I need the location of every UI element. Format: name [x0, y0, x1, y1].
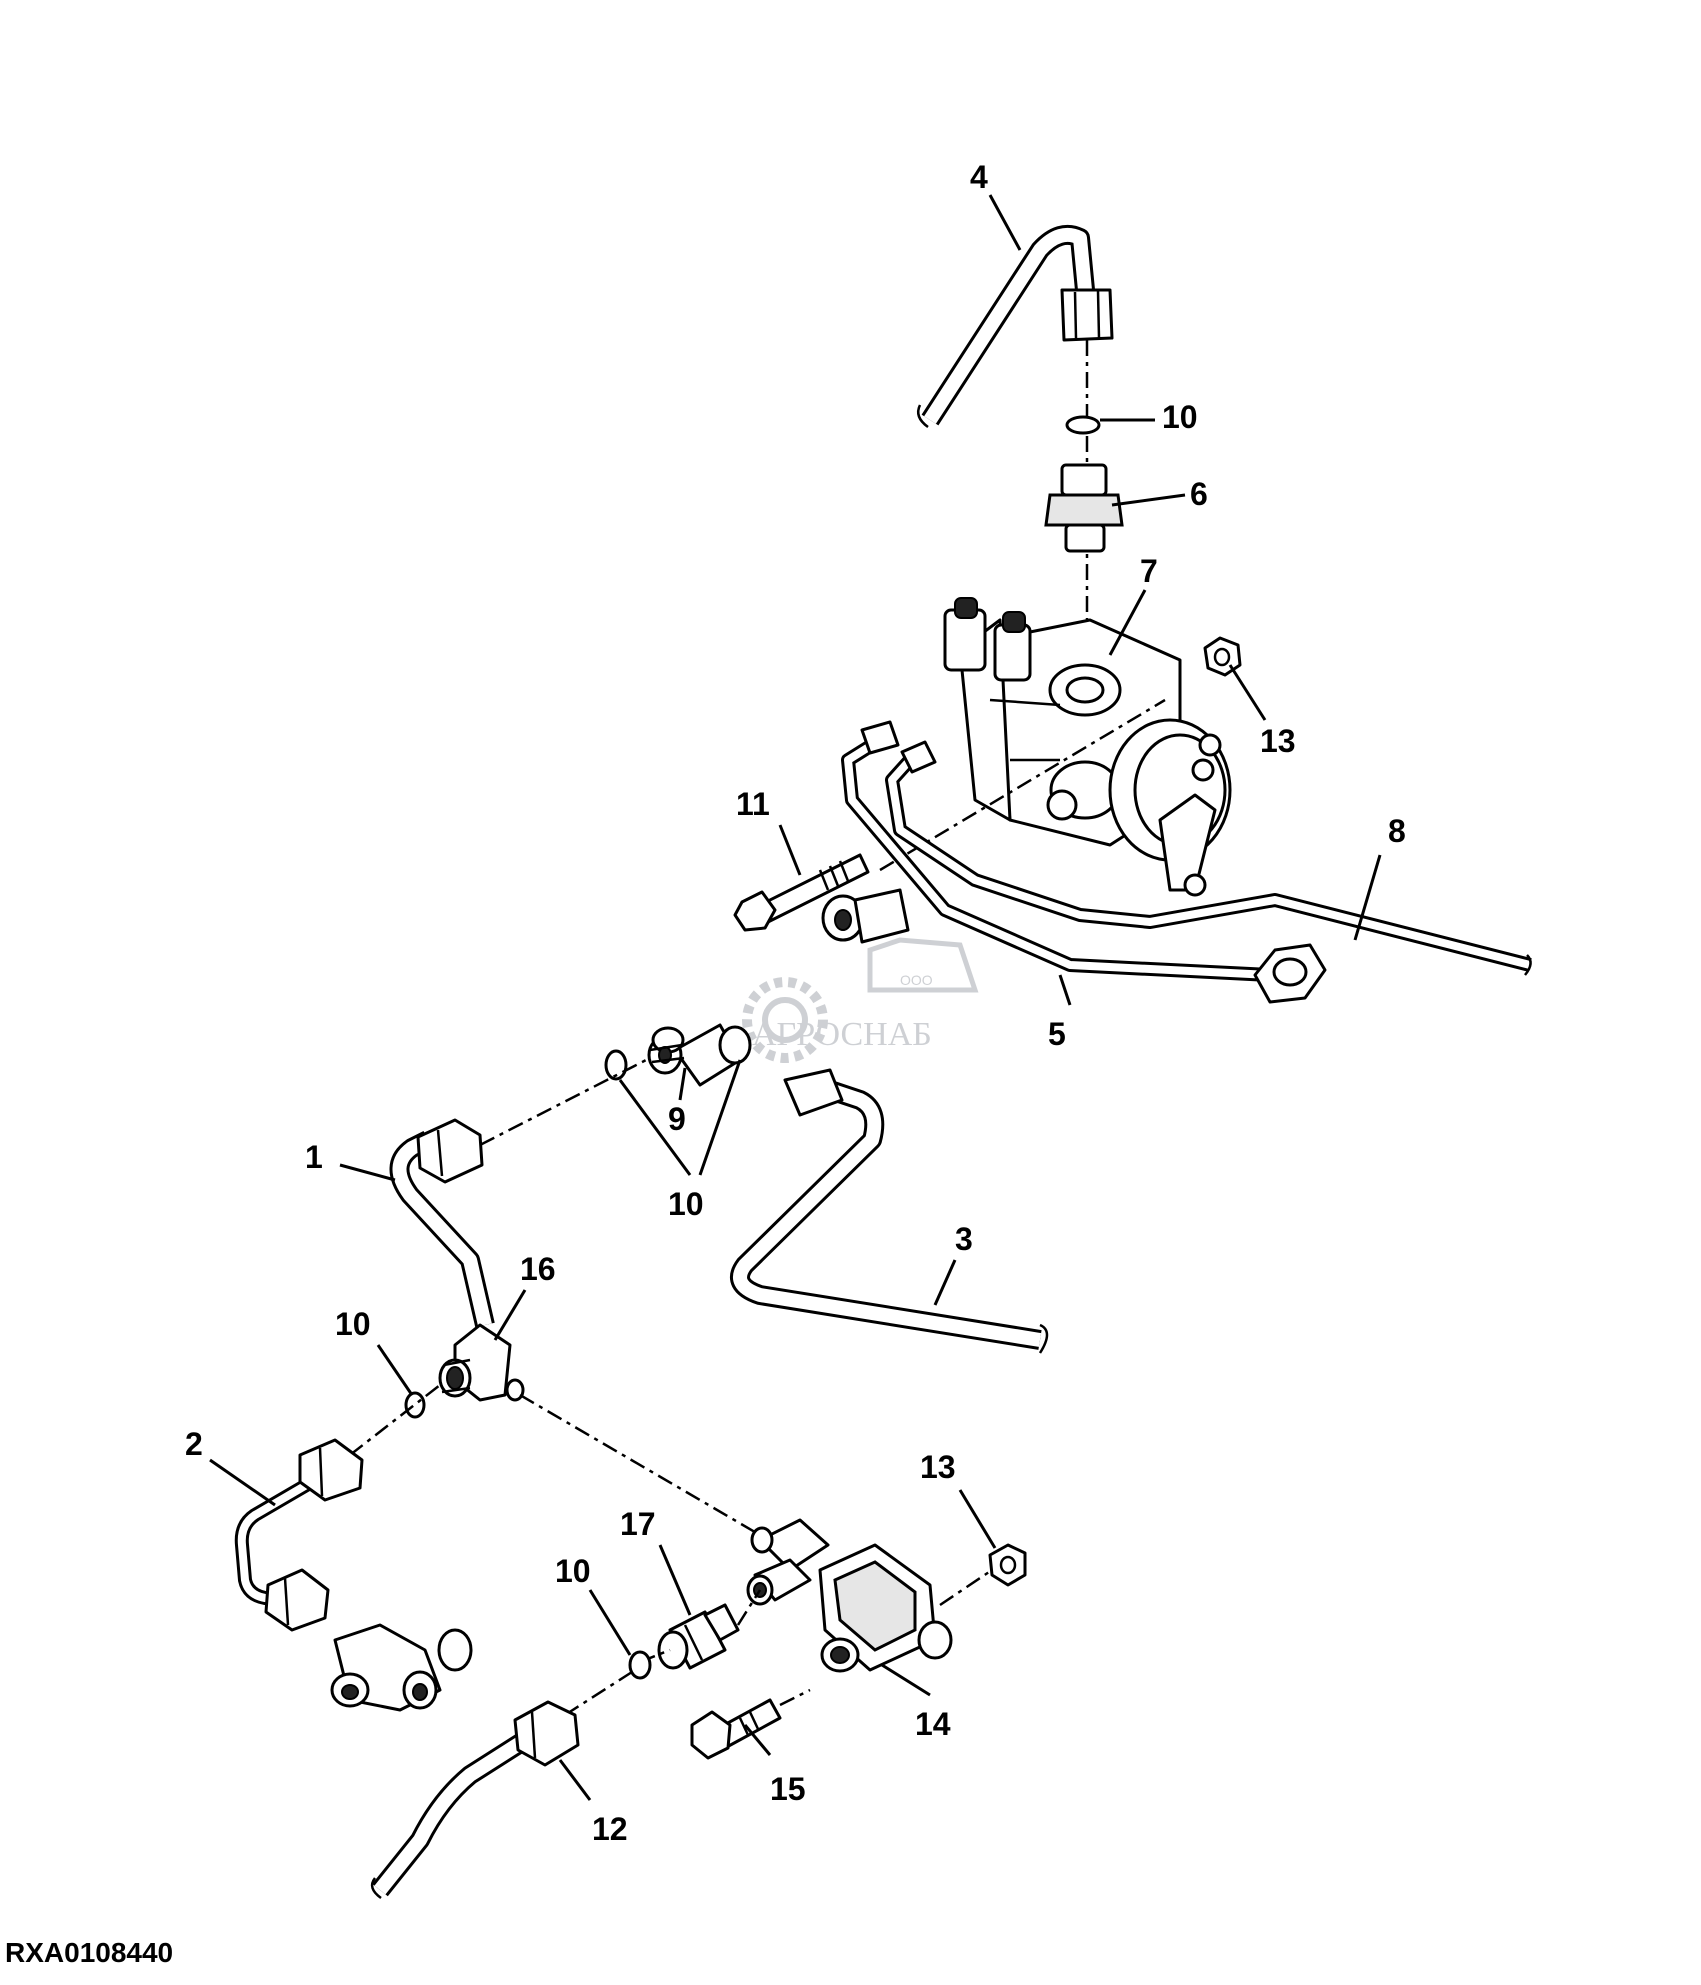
bolt-15 — [690, 1698, 782, 1760]
bolt-11 — [733, 853, 870, 932]
nut-13-top — [1203, 636, 1242, 677]
callout-3: 3 — [955, 1221, 973, 1257]
watermark: ООО АГРОСНАБ — [742, 937, 979, 1063]
callout-10-tee: 10 — [668, 1186, 704, 1222]
callout-8: 8 — [1388, 813, 1406, 849]
callout-6: 6 — [1190, 476, 1208, 512]
tube-1 — [389, 1118, 495, 1328]
callout-11: 11 — [736, 786, 770, 822]
o-ring-10-tee — [604, 1049, 628, 1081]
hose-12 — [370, 1700, 580, 1900]
o-ring-10-elbow — [404, 1391, 426, 1419]
watermark-prefix: ООО — [900, 972, 933, 988]
nut-tube-4 — [1060, 288, 1114, 342]
tube-8 — [885, 740, 1532, 976]
callout-10-top: 10 — [1162, 399, 1198, 435]
fitting-near-11 — [821, 888, 910, 944]
callout-12: 12 — [592, 1811, 628, 1847]
watermark-name: АГРОСНАБ — [752, 1016, 932, 1053]
leader-lines — [209, 194, 1382, 1801]
figure-id: RXA0108440 — [5, 1937, 173, 1968]
fitting-cluster — [330, 1623, 473, 1712]
o-ring-10-top — [1065, 415, 1101, 435]
tube-4 — [917, 225, 1095, 429]
fitting-17 — [657, 1603, 740, 1670]
callout-2: 2 — [185, 1426, 203, 1462]
callout-17: 17 — [620, 1506, 656, 1542]
callout-1: 1 — [305, 1139, 323, 1175]
callout-16: 16 — [520, 1251, 556, 1287]
callout-7: 7 — [1140, 553, 1158, 589]
tube-3 — [730, 1068, 1049, 1354]
elbow-16 — [438, 1323, 525, 1402]
callout-15: 15 — [770, 1771, 806, 1807]
callout-10-elbow: 10 — [335, 1306, 371, 1342]
tube-5 — [841, 720, 1327, 1004]
callout-10-bottom: 10 — [555, 1553, 591, 1589]
callouts: 4 10 6 7 13 11 8 5 9 10 1 3 16 10 2 13 1… — [185, 159, 1406, 1847]
callout-14: 14 — [915, 1706, 951, 1742]
callout-4: 4 — [970, 159, 988, 195]
pump-7 — [943, 597, 1232, 897]
o-ring-10-bottom — [628, 1650, 652, 1680]
callout-13-top: 13 — [1260, 723, 1296, 759]
callout-13-bottom: 13 — [920, 1449, 956, 1485]
nut-13-bottom — [988, 1543, 1027, 1587]
tube-2 — [234, 1438, 364, 1632]
valve-14 — [746, 1518, 953, 1673]
fitting-6 — [1044, 463, 1124, 553]
callout-9: 9 — [668, 1101, 686, 1137]
callout-5: 5 — [1048, 1016, 1066, 1052]
